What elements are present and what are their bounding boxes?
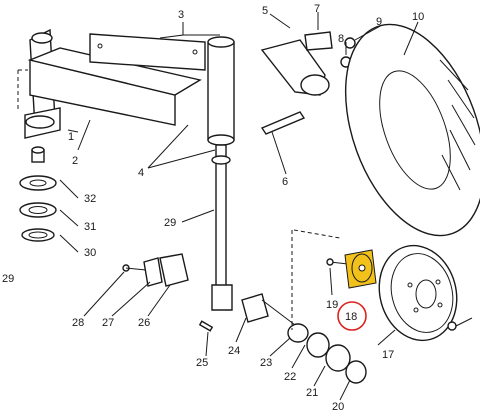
label-32: 32 xyxy=(84,193,96,205)
label-29-left: 29 xyxy=(2,273,14,285)
label-28: 28 xyxy=(72,317,84,329)
label-4: 4 xyxy=(138,167,144,179)
part-labels: 3 1 2 4 5 7 8 9 10 6 32 31 30 29 29 19 1… xyxy=(2,3,424,413)
swivel-bracket xyxy=(260,31,356,135)
label-18: 18 xyxy=(345,311,357,323)
label-2: 2 xyxy=(72,155,78,167)
label-29-spindle: 29 xyxy=(164,217,176,229)
label-24: 24 xyxy=(228,345,240,357)
wheel-rim xyxy=(378,244,458,342)
label-20: 20 xyxy=(332,401,344,413)
mounting-plate xyxy=(89,33,206,71)
label-1-upper: 1 xyxy=(68,131,74,143)
lower-components xyxy=(122,253,473,384)
label-9: 9 xyxy=(376,16,382,28)
label-27: 27 xyxy=(102,317,114,329)
hub-bearing-highlighted xyxy=(326,249,377,331)
label-25: 25 xyxy=(196,357,208,369)
vertical-tube xyxy=(207,36,235,311)
label-6: 6 xyxy=(282,176,288,188)
label-30: 30 xyxy=(84,247,96,259)
label-5: 5 xyxy=(262,5,268,17)
leader-lines xyxy=(59,12,419,401)
label-8: 8 xyxy=(338,33,344,45)
label-26: 26 xyxy=(138,317,150,329)
label-3: 3 xyxy=(178,9,184,21)
label-17: 17 xyxy=(382,349,394,361)
frame-assembly xyxy=(17,28,202,139)
washer-stack xyxy=(19,146,57,242)
label-22: 22 xyxy=(284,371,296,383)
label-7: 7 xyxy=(314,3,320,15)
label-19: 19 xyxy=(326,299,338,311)
label-10: 10 xyxy=(412,11,424,23)
label-21: 21 xyxy=(306,387,318,399)
label-31: 31 xyxy=(84,221,96,233)
tyre xyxy=(344,23,480,237)
label-23: 23 xyxy=(260,357,272,369)
